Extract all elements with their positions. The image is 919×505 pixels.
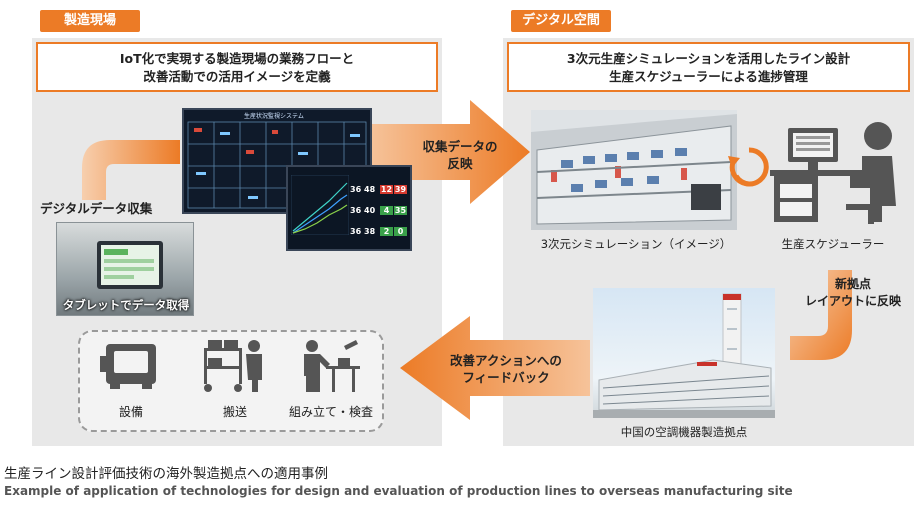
digital-data-collection-label: デジタルデータ収集: [40, 201, 153, 216]
factory-floor-heading: IoT化で実現する製造現場の業務フローと 改善活動での活用イメージを定義: [36, 42, 438, 92]
arrow-line-2: 反映: [447, 156, 473, 171]
left-loop-arrow: [82, 140, 180, 200]
figure-caption-english: Example of application of technologies f…: [4, 484, 793, 498]
status-screen-photo: 36 48 12 39 36 40 4 35 36 38 2 0: [286, 165, 412, 251]
simulation-render: [531, 114, 737, 230]
figure-caption-japanese: 生産ライン設計評価技術の海外製造拠点への適用事例: [4, 466, 328, 482]
status-row-1: 36 48 12 39: [350, 185, 410, 199]
transport-label: 搬送: [222, 405, 247, 419]
tablet-photo: タブレットでデータ取得: [56, 222, 194, 316]
line-chart-thumbnail: [291, 175, 349, 235]
row2-d: 35: [394, 206, 407, 215]
row1-d: 39: [394, 185, 407, 194]
row1-c: 12: [380, 185, 393, 194]
factory-caption: 中国の空調機器製造拠点: [620, 425, 748, 439]
factory-photo: [593, 288, 775, 418]
row3-b: 38: [364, 227, 376, 236]
digital-space-tag: デジタル空間: [511, 10, 611, 32]
row2-c: 4: [380, 206, 393, 215]
heading-line-1: IoT化で実現する製造現場の業務フローと: [119, 51, 355, 66]
worker-cart-icon: [204, 340, 262, 392]
row1-a: 36: [350, 185, 362, 194]
right-loop-arrow: [790, 270, 852, 360]
feedback-arrow-label: 改善アクションへの フィードバック: [432, 352, 580, 386]
row2-a: 36: [350, 206, 362, 215]
row3-a: 36: [350, 227, 362, 236]
feedback-arrow: [400, 316, 590, 420]
heading-line-2: 生産スケジューラーによる進捗管理: [609, 69, 808, 84]
row3-c: 2: [380, 227, 393, 236]
status-row-2: 36 40 4 35: [350, 206, 410, 220]
tablet-device: [97, 241, 163, 289]
new-base-layout-label: 新拠点 レイアウトに反映: [794, 276, 912, 310]
factory-floor-tag: 製造現場: [40, 10, 140, 32]
row1-b: 48: [364, 185, 376, 194]
new-base-line-2: レイアウトに反映: [804, 294, 901, 308]
machine-icon: [100, 344, 156, 389]
cycle-icon: [728, 147, 769, 187]
new-base-line-1: 新拠点: [834, 277, 871, 291]
arrow-line-1: 改善アクションへの: [450, 353, 562, 368]
row3-d: 0: [394, 227, 407, 236]
assembly-inspection-label: 組み立て・検査: [288, 405, 373, 419]
status-row-3: 36 38 2 0: [350, 227, 410, 241]
simulation-caption: 3次元シミュレーション（イメージ）: [540, 237, 732, 251]
heading-line-2: 改善活動での活用イメージを定義: [143, 69, 331, 84]
row2-b: 40: [364, 206, 376, 215]
heading-line-1: 3次元生産シミュレーションを活用したライン設計: [566, 51, 851, 66]
factory-building: [593, 293, 775, 418]
digital-space-heading: 3次元生産シミュレーションを活用したライン設計 生産スケジューラーによる進捗管理: [507, 42, 910, 92]
arrow-line-2: フィードバック: [462, 370, 550, 385]
collected-data-arrow-label: 収集データの 反映: [400, 138, 520, 172]
assembly-worker-icon: [304, 340, 360, 392]
tablet-label: タブレットでデータ取得: [62, 298, 190, 312]
scheduler-caption: 生産スケジューラー: [781, 237, 885, 251]
scheduler-person-icon: [770, 122, 896, 224]
dashboard-title: 生産状況監視システム: [244, 113, 304, 120]
3d-simulation-image: [531, 110, 737, 230]
machine-label: 設備: [118, 405, 143, 419]
arrow-line-1: 収集データの: [422, 139, 498, 154]
